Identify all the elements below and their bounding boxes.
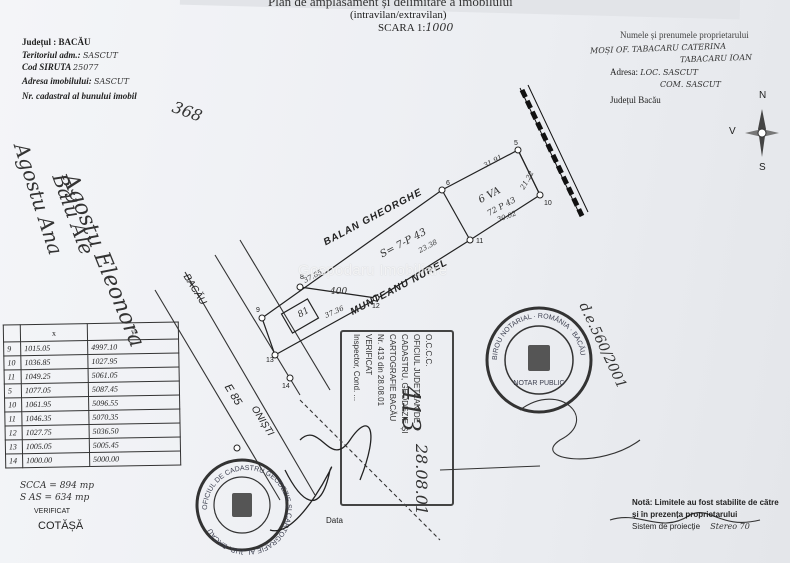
point-label: 6: [446, 180, 450, 187]
point-label: 9: [256, 307, 260, 314]
point-label: 13: [266, 357, 274, 364]
property-address: Adresa imobilului: SASCUT: [22, 76, 129, 86]
point-label: 5: [514, 140, 518, 147]
road-edge-2: [184, 271, 316, 496]
footer-note-1: Notă: Limitele au fost stabilite de cătr…: [632, 498, 779, 507]
parcel-vertices: [233, 146, 544, 452]
point-labels: 9 8 12 6 11 5 10 13 14: [256, 140, 552, 390]
document-title: Plan de amplasament și delimitare a imob…: [268, 0, 513, 9]
railway: [519, 84, 589, 218]
date-label: Data: [326, 516, 343, 525]
table-footer: COTĂȘĂ: [38, 520, 84, 532]
road-edge-1: [154, 289, 281, 501]
point-label: 8: [300, 274, 304, 281]
signature-4: [609, 512, 761, 524]
county: Județul : BACĂU: [22, 37, 91, 47]
footer-note-3: Sistem de proiecție Stereo 70: [632, 522, 750, 531]
owner-address: Adresa: LOC. SASCUT: [610, 67, 698, 77]
notary-stamp: BIROU NOTARIAL · ROMÂNIA · BACĂU NOTAR P…: [485, 306, 593, 414]
point-label: 10: [544, 200, 552, 207]
road-edge-5: [299, 399, 441, 541]
road-lines: [154, 239, 441, 541]
owner-label: Numele și prenumele proprietarului: [620, 30, 749, 40]
road-edge-4: [239, 239, 331, 391]
compass-west: V: [729, 126, 736, 137]
compass-rose: [745, 109, 779, 157]
point-label: 12: [372, 303, 380, 310]
ocpi-stamp-box: O.C.C.C. OFICIUL JUDEȚEAN DE CADASTRU, G…: [340, 330, 454, 506]
notary-center-text: NOTAR PUBLIC: [513, 380, 564, 387]
owner-address-2: COM. SASCUT: [660, 80, 721, 89]
signature-line: [439, 465, 541, 471]
scale-value: 1000: [425, 21, 454, 34]
signature-3: [519, 398, 641, 460]
territory: Teritoriul adm.: SASCUT: [22, 50, 118, 60]
document-type: (intravilan/extravilan): [350, 9, 447, 21]
point-label: 11: [476, 238, 483, 245]
scale: SCARA 1:1000: [378, 21, 453, 34]
cadastral-number: Nr. cadastral al bunului imobil: [22, 91, 137, 101]
signature-2: [269, 466, 333, 532]
compass-south: S: [759, 162, 766, 173]
scale-label: SCARA 1:: [378, 22, 426, 34]
road-edge-3: [214, 254, 301, 396]
area-small: 400: [330, 287, 348, 297]
verified-label: VERIFICAT: [34, 508, 71, 515]
area-summary-2: S AS = 634 mp: [20, 493, 90, 503]
owner-county: Județul Bacău: [610, 95, 661, 105]
siruta: Cod SIRUTA 25077: [22, 62, 99, 72]
signature-1: [299, 425, 372, 481]
footer-note-2: și în prezența proprietarului: [632, 510, 738, 519]
point-label: 14: [282, 383, 290, 390]
area-summary: SCCA = 894 mp: [20, 481, 95, 491]
watermark: Gospodaru Imobiliare: [298, 262, 448, 279]
parcel-outline: [261, 149, 541, 356]
compass-north: N: [759, 90, 767, 101]
cadastre-stamp: OFICIUL DE CADASTRU GEODEZIE ȘI CARTOGRA…: [195, 458, 292, 555]
